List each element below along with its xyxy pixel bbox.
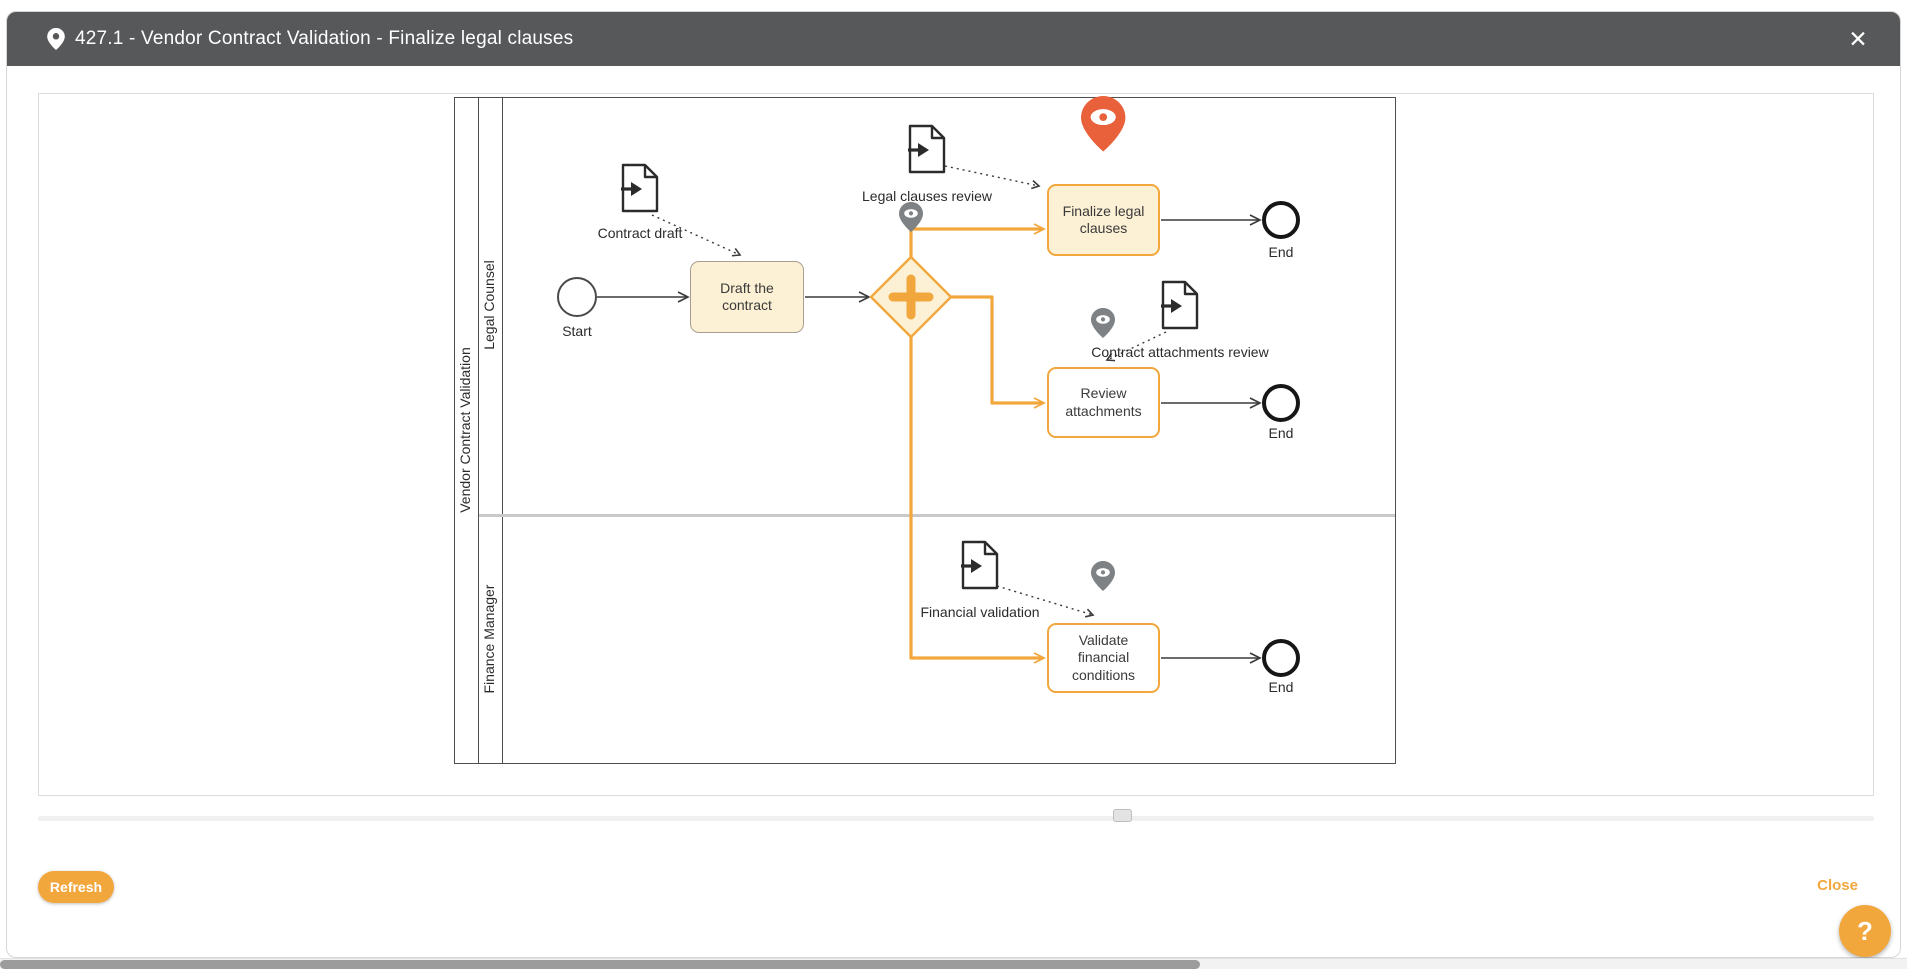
data-object-icon-contract-attachments-review <box>1159 280 1199 330</box>
page-scrollbar-thumb[interactable] <box>0 960 1200 969</box>
flow-gateway-to-review <box>951 295 1043 403</box>
start-event-label: Start <box>562 323 592 339</box>
artifact-label-contract-attachments-review: Contract attachments review <box>1091 344 1269 360</box>
location-pin-icon <box>47 28 65 50</box>
close-icon[interactable]: ✕ <box>1848 26 1868 52</box>
process-viewer-modal: 427.1 - Vendor Contract Validation - Fin… <box>6 11 1901 958</box>
task-label: Draft the contract <box>720 279 774 314</box>
refresh-button[interactable]: Refresh <box>38 871 114 903</box>
data-object-icon-financial-validation <box>959 540 999 590</box>
modal-title: 427.1 - Vendor Contract Validation - Fin… <box>75 28 574 49</box>
task-label: Finalize legal clauses <box>1062 202 1145 237</box>
assoc-contract-draft <box>651 214 742 257</box>
flow-gateway-to-finalize <box>909 229 1043 257</box>
parallel-gateway[interactable] <box>869 255 953 339</box>
help-button[interactable]: ? <box>1839 905 1891 957</box>
data-object-icon-legal-clauses-review <box>906 124 946 174</box>
bpmn-canvas <box>557 96 1300 677</box>
artifact-label-contract-draft: Contract draft <box>597 225 683 241</box>
task-validate-financial-conditions[interactable]: Validate financial conditions <box>1047 623 1160 693</box>
close-link[interactable]: Close <box>1817 877 1858 894</box>
end-event-review[interactable] <box>1262 384 1300 422</box>
active-task-pin-icon[interactable] <box>1081 96 1126 152</box>
start-event[interactable] <box>557 277 597 317</box>
end-event-label-finalize: End <box>1268 244 1294 260</box>
task-label: Review attachments <box>1065 385 1142 419</box>
task-label: Validate financial conditions <box>1071 631 1136 683</box>
diagram-scrollbar-track[interactable] <box>38 816 1874 821</box>
end-event-finalize[interactable] <box>1262 201 1300 239</box>
diagram-viewport[interactable]: Vendor Contract Validation Legal Counsel… <box>38 93 1874 796</box>
task-draft-the-contract[interactable]: Draft the contract <box>690 261 804 333</box>
assoc-contract-attachments-review <box>1105 331 1167 362</box>
task-finalize-legal-clauses[interactable]: Finalize legal clauses <box>1047 184 1160 256</box>
end-event-validate[interactable] <box>1262 639 1300 677</box>
review-pin-icon-attachments[interactable] <box>1091 308 1115 338</box>
artifact-label-financial-validation: Financial validation <box>920 604 1040 620</box>
artifact-label-legal-clauses-review: Legal clauses review <box>862 188 992 204</box>
end-event-label-review: End <box>1268 425 1294 441</box>
diagram-scrollbar-thumb[interactable] <box>1113 809 1132 822</box>
page-scrollbar-track[interactable] <box>0 958 1907 969</box>
task-review-attachments[interactable]: Review attachments <box>1047 367 1160 438</box>
modal-header: 427.1 - Vendor Contract Validation - Fin… <box>7 12 1900 66</box>
lane-divider <box>479 514 1395 517</box>
review-pin-icon-financial[interactable] <box>1091 561 1115 591</box>
assoc-legal-clauses-review <box>944 165 1041 190</box>
lane-name-strip <box>479 98 503 763</box>
flow-gateway-to-validate <box>909 337 1043 658</box>
data-object-icon-contract-draft <box>619 163 659 213</box>
pool-vendor-contract-validation <box>454 97 1396 764</box>
pool-name-strip <box>455 98 479 763</box>
end-event-label-validate: End <box>1268 679 1294 695</box>
